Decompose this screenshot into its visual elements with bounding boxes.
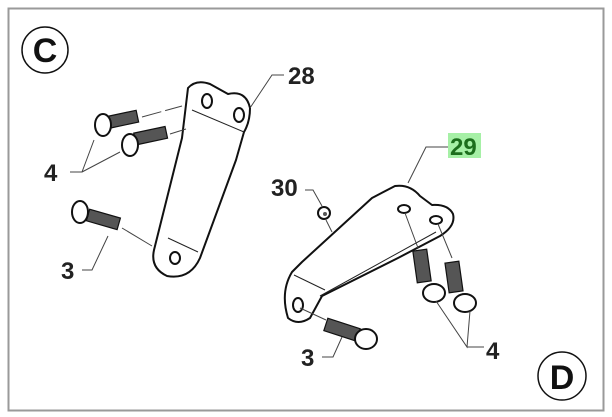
leader-29 bbox=[407, 146, 448, 184]
callout-3-left[interactable]: 3 bbox=[61, 258, 74, 285]
svg-text:D: D bbox=[550, 359, 575, 397]
nut-30[interactable] bbox=[317, 206, 333, 233]
bolt-4-lower[interactable] bbox=[121, 125, 187, 157]
callout-28[interactable]: 28 bbox=[288, 63, 315, 90]
leader-4-d bbox=[435, 300, 484, 349]
callout-4-left[interactable]: 4 bbox=[44, 160, 58, 187]
leader-30 bbox=[305, 189, 323, 207]
leader-3-d bbox=[322, 336, 343, 358]
bolt-4-upper[interactable] bbox=[94, 105, 183, 137]
bolt-4-d-left[interactable] bbox=[404, 212, 446, 303]
bracket-29[interactable] bbox=[283, 184, 455, 323]
bolt-4-d-right[interactable] bbox=[437, 223, 477, 313]
callout-3-right[interactable]: 3 bbox=[301, 345, 314, 372]
leader-3-left bbox=[82, 235, 109, 271]
bolt-3-d[interactable] bbox=[299, 307, 378, 350]
svg-text:C: C bbox=[33, 32, 58, 70]
bracket-28[interactable] bbox=[152, 81, 251, 278]
view-c-badge: C bbox=[21, 26, 69, 74]
callout-30[interactable]: 30 bbox=[271, 175, 298, 202]
view-d-badge: D bbox=[537, 351, 587, 401]
callout-29-highlight bbox=[448, 133, 481, 158]
diagram-frame bbox=[7, 7, 605, 412]
callout-4-right[interactable]: 4 bbox=[486, 338, 500, 365]
leader-4-left bbox=[70, 139, 121, 173]
bolt-3-left[interactable] bbox=[71, 200, 153, 247]
callout-29[interactable]: 29 bbox=[450, 134, 477, 161]
leader-28 bbox=[249, 74, 284, 109]
